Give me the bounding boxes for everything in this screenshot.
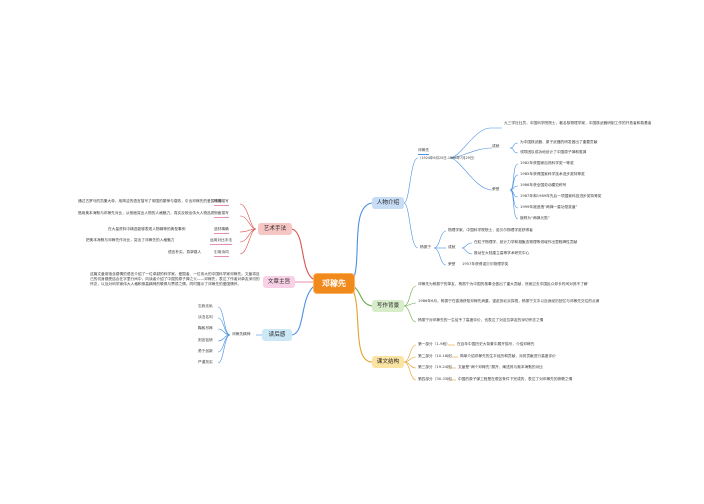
- bio-honor-item: 1982年获国家自然科学奖一等奖: [520, 161, 574, 165]
- yang-intro: 物理学家，中国科学院院士，诺贝尔物理学奖获得者: [448, 228, 533, 232]
- bio-dates: （1924年6月25日-1986年7月29日）: [418, 156, 477, 160]
- branch-structure[interactable]: 课文结构: [372, 356, 404, 368]
- art-tag: 选材精确: [214, 227, 229, 234]
- theme-text: 这篇文章用饱含感情的语言介绍了一位卓越的科学家，爱国者、一位伟大的中国科学家邓稼…: [90, 272, 260, 286]
- structure-part: 第二部分（10-18段）: [418, 354, 455, 358]
- background-item: 邓稼先为杨振宁的挚友，杨振宁为中国的核事业做出了重大贡献，然而过去中国民众却长时…: [418, 282, 588, 286]
- reading-item: 严谨务实: [198, 360, 213, 364]
- yang-achievement-item: 在粒子物理学、统计力学和凝聚态物理等领域作出里程碑性贡献: [474, 240, 578, 244]
- background-item: 杨振宁对邓稼先的一生给予了高度评价，也表达了对这位挚友的深切怀念之情: [418, 318, 544, 322]
- branch-bio[interactable]: 人物介绍: [372, 197, 404, 209]
- central-topic[interactable]: 邓稼先: [313, 273, 355, 294]
- branch-art[interactable]: 艺术手法: [258, 223, 292, 235]
- yang-name: 杨振宁: [420, 245, 432, 249]
- reading-item: 淡泊名利: [198, 315, 213, 319]
- yang-achievement-label: 成就: [448, 245, 456, 249]
- structure-part: 第四部分（30-33段）: [418, 377, 455, 381]
- yang-honor-item: 1957年获得诺贝尔物理学奖: [462, 262, 509, 266]
- branch-theme[interactable]: 文章主旨: [263, 276, 295, 288]
- bio-achievement-item: 为中国核武器、原子武器的研发做出了重要贡献: [520, 140, 598, 144]
- structure-text: 文章是“两个邓稼先”展开，阐述其与奥本海默的对比: [458, 365, 543, 369]
- yang-honors-label: 荣誉: [448, 262, 456, 266]
- bio-honor-item: 1986年获全国劳动模范称号: [520, 183, 567, 187]
- bio-honor-item: 1985年获得国家科学技术进步奖特等奖: [520, 172, 585, 176]
- art-tag: 环境描写: [214, 199, 229, 206]
- yang-achievement-item: 推动在大陆建立高等学术研究中心: [474, 251, 530, 255]
- bio-honors-label: 荣誉: [492, 187, 500, 191]
- bio-name: 邓稼先: [418, 148, 430, 155]
- bio-achievement-item: 领导团队成功地设计了中国原子弹和氢弹: [520, 150, 587, 154]
- structure-part: 第一部分（1-9段）: [418, 342, 450, 346]
- art-tag: 侧面描写: [214, 211, 229, 218]
- branch-background[interactable]: 写作背景: [372, 300, 404, 312]
- art-tag: 引用诗词: [214, 250, 229, 257]
- structure-text: 在百年中国历史大背景中展开描写，介绍邓稼先: [457, 342, 535, 346]
- bio-honor-item: 1999年被追授“两弹一星功勋奖章”: [520, 205, 578, 209]
- bio-honor-item: 被称为“两弹元勋”: [520, 216, 550, 220]
- reading-item: 刻苦钻研: [198, 338, 213, 342]
- bio-intro: 九三学社社员，中国科学院院士，著名核物理学家，中国核武器研制工作的开拓者和奠基者: [504, 121, 652, 125]
- art-text: 借用奥本海默与邓稼先对比，从侧面突出人物的人格魅力，真实反映出伟大人物品质: [78, 211, 215, 215]
- structure-part: 第三部分（19-24段）: [418, 365, 455, 369]
- art-text: 通过古罗马的凯撒大帝，用简洁的语言描写了帝国的繁荣与衰败，引出邓稼先的爱国精神: [78, 199, 222, 203]
- structure-text: 简单介绍邓稼先的生平经历和贡献，对其贡献进行高度评价: [460, 354, 556, 358]
- reading-item: 勇于创新: [198, 349, 213, 353]
- reading-item: 忘我无私: [198, 304, 213, 308]
- background-item: 1986年6月，杨振宁在香港获知邓稼先病重，遂赶到北京探视，杨振宁文中以自身经历…: [418, 299, 600, 303]
- art-text: 把奥本海默与邓稼先作对比，突出了邓稼先的人格魅力: [86, 238, 175, 242]
- structure-text: 中国的原子弹工程是在艰苦条件下完成的，表达了对邓稼先的崇敬之情: [458, 377, 573, 381]
- art-tag: 运用对比手法: [210, 238, 233, 245]
- art-text: 在大量资料中精选能够表现人物精神的典型事例: [108, 227, 186, 231]
- reading-item: 鞠躬尽瘁: [198, 326, 213, 330]
- bio-achievement-label: 成就: [492, 144, 500, 148]
- bio-honor-item: 1987年和1989年先后一项国家科技进步奖特等奖: [520, 194, 602, 198]
- branch-reading[interactable]: 读后感: [262, 329, 292, 341]
- art-text: 语言朴实，真挚感人: [168, 250, 202, 254]
- reading-sub: 邓稼先精神: [232, 332, 251, 336]
